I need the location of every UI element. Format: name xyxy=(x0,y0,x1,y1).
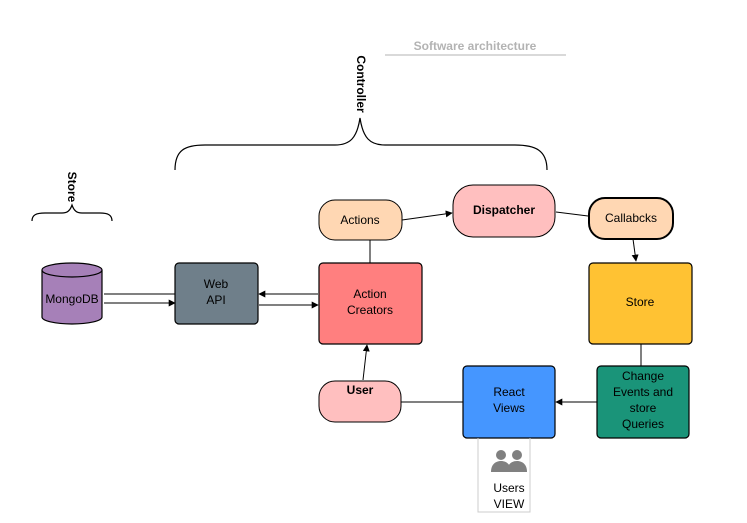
users-group-icon xyxy=(491,450,527,472)
edge-callbacks-to-store xyxy=(631,238,639,262)
node-web-api-label-2: API xyxy=(206,293,225,307)
users-view-label-2: VIEW xyxy=(494,497,525,511)
diagram-title: Software architecture xyxy=(414,39,537,53)
controller-label: Controller xyxy=(354,55,368,113)
node-callbacks-label: Callabcks xyxy=(605,211,657,225)
users-view-frame xyxy=(477,438,531,513)
node-user-label: User xyxy=(347,383,374,397)
node-actions[interactable]: Actions xyxy=(318,199,403,241)
node-store-label: Store xyxy=(626,295,655,309)
node-change-events-label-4: Queries xyxy=(622,417,664,431)
edge-user-to-actioncreators xyxy=(362,344,370,381)
node-actions-label: Actions xyxy=(340,213,379,227)
node-callbacks[interactable]: Callabcks xyxy=(588,197,674,240)
node-web-api-label-1: Web xyxy=(204,277,229,291)
node-store[interactable]: Store xyxy=(588,262,693,345)
node-mongodb-label: MongoDB xyxy=(45,292,98,306)
controller-brace xyxy=(174,117,548,171)
node-user[interactable]: User xyxy=(318,380,402,423)
node-action-creators-label-2: Creators xyxy=(347,303,393,317)
edge-actions-to-dispatcher xyxy=(401,210,453,221)
node-change-events-label-1: Change xyxy=(622,369,664,383)
node-change-events-label-3: store xyxy=(630,401,657,415)
node-react-views-label-2: Views xyxy=(493,401,525,415)
node-web-api[interactable]: Web API xyxy=(174,262,259,325)
node-change-events-label-2: Events and xyxy=(613,385,673,399)
node-action-creators-label-1: Action xyxy=(353,287,386,301)
store-group-label: Store xyxy=(65,172,79,203)
users-view-label-1: Users xyxy=(493,481,524,495)
node-dispatcher[interactable]: Dispatcher xyxy=(452,184,556,238)
node-dispatcher-label: Dispatcher xyxy=(473,203,535,217)
node-react-views-label-1: React xyxy=(493,385,525,399)
node-mongodb[interactable]: MongoDB xyxy=(41,262,103,325)
users-view-block[interactable]: Users VIEW xyxy=(477,438,531,513)
node-change-events[interactable]: Change Events and store Queries xyxy=(596,365,690,439)
node-react-views[interactable]: React Views xyxy=(462,365,556,439)
edge-dispatcher-to-callbacks xyxy=(555,211,589,217)
store-brace xyxy=(31,203,113,222)
node-action-creators[interactable]: Action Creators xyxy=(318,262,423,345)
